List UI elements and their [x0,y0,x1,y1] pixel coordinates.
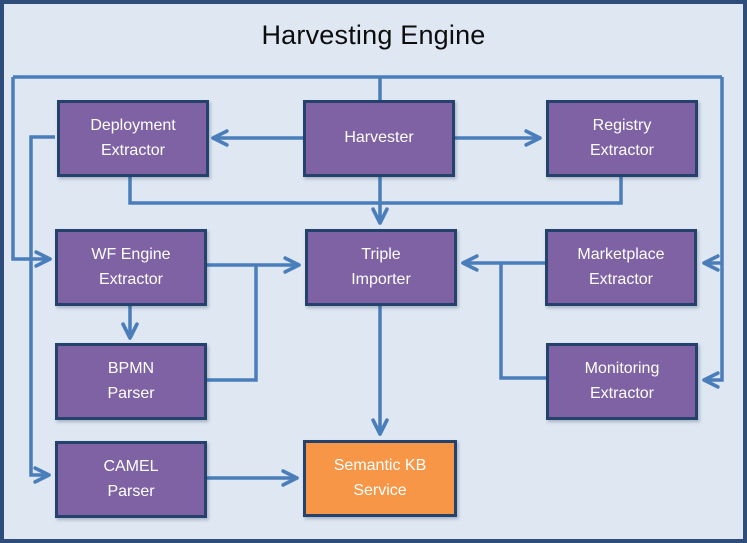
node-deployment-extractor: Deployment Extractor [57,100,209,177]
edge-deployment-to-camel [29,135,55,484]
node-label: Deployment Extractor [90,116,176,159]
node-label: Monitoring Extractor [584,359,660,402]
node-semantic-kb-service: Semantic KB Service [303,440,457,517]
node-label: Registry Extractor [589,116,654,159]
node-bpmn-parser: BPMN Parser [55,343,207,420]
node-camel-parser: CAMEL Parser [55,441,207,518]
edge-monitoring-riser [499,264,546,380]
node-label: Semantic KB Service [333,456,427,499]
node-triple-importer: Triple Importer [305,229,457,306]
node-label: WF Engine Extractor [91,245,171,288]
node-label: Harvester [344,129,414,147]
node-marketplace-extractor: Marketplace Extractor [545,229,697,306]
edge-loop-to-monitoring [702,77,724,389]
node-label: Triple Importer [351,245,411,288]
edge-loop-to-wf-engine [11,77,52,268]
node-label: Marketplace Extractor [577,245,665,288]
node-label: CAMEL Parser [103,457,159,500]
node-harvester: Harvester [303,100,455,177]
node-label: BPMN Parser [107,359,155,402]
node-registry-extractor: Registry Extractor [546,100,698,177]
edge-deployment-registry-drops [128,177,623,205]
node-monitoring-extractor: Monitoring Extractor [546,343,698,420]
edge-bpmn-riser [207,266,258,382]
diagram-title: Harvesting Engine [261,20,486,50]
node-wf-engine-extractor: WF Engine Extractor [55,229,207,306]
